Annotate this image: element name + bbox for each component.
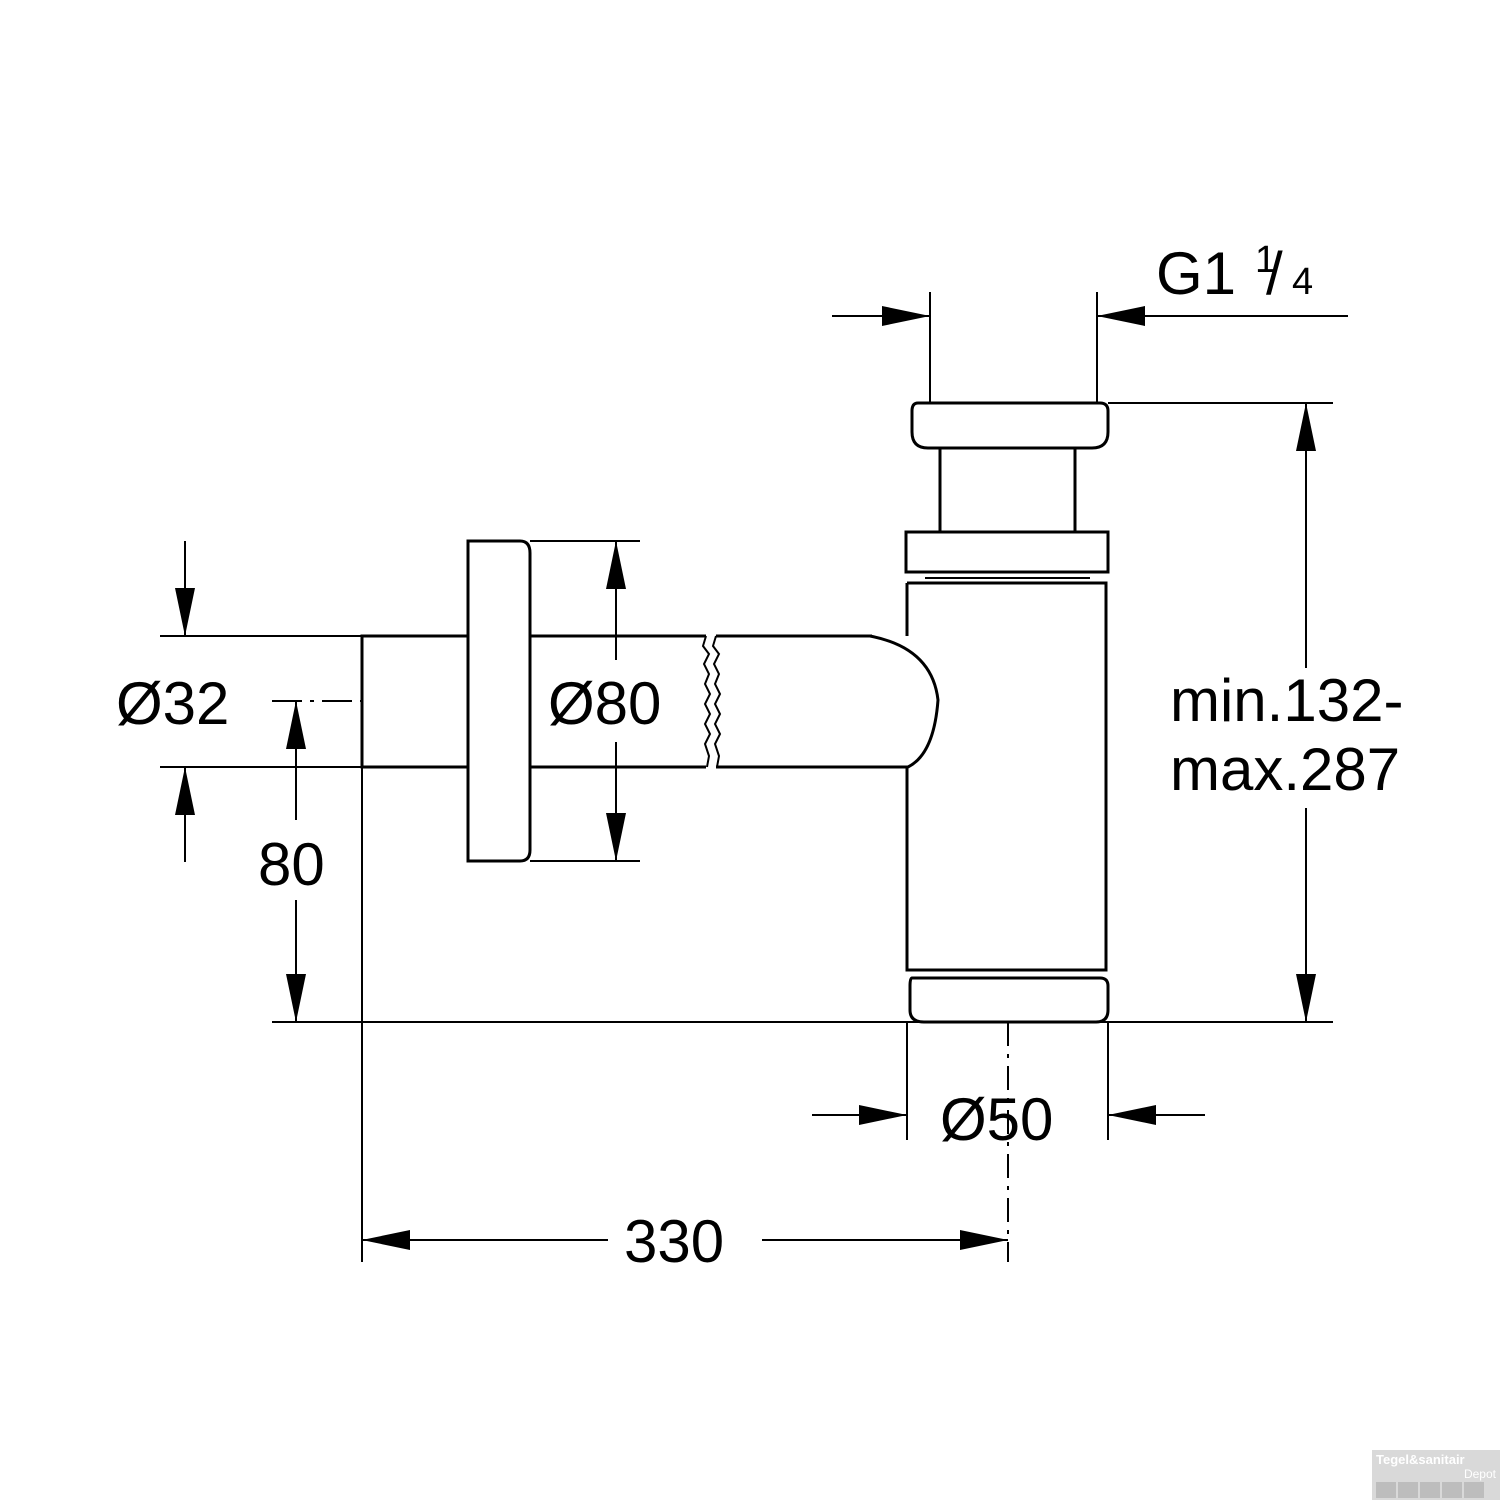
extension-lines [160, 292, 1333, 1262]
projection-label: 330 [624, 1208, 724, 1275]
siphon-body [905, 581, 1108, 972]
thread-fraction-slash: / [1266, 240, 1283, 307]
watermark-brand: Tegel&sanitair [1376, 1452, 1465, 1467]
flange-diameter-label: Ø80 [548, 670, 661, 737]
height-range-min-label: min.132- [1170, 667, 1403, 734]
watermark-sub: Depot [1463, 1467, 1496, 1481]
watermark-tiles [1376, 1482, 1496, 1498]
thread-label: G1 [1156, 240, 1236, 307]
body-diameter-label: Ø50 [940, 1086, 1053, 1153]
thread-fraction-numerator: 1 [1255, 239, 1276, 281]
siphon-outline [360, 401, 1110, 1024]
axis-height-label: 80 [258, 831, 325, 898]
outlet-diameter-label: Ø32 [116, 670, 229, 737]
top-nut [910, 401, 1110, 450]
watermark-logo: Tegel&sanitair Depot [1372, 1450, 1500, 1500]
thread-fraction-denominator: 4 [1292, 261, 1313, 303]
bottom-cap [908, 976, 1110, 1024]
wall-flange [466, 539, 532, 863]
height-range-max-label: max.287 [1170, 736, 1400, 803]
collar-ring [904, 530, 1110, 574]
dimension-lines [175, 306, 1348, 1250]
